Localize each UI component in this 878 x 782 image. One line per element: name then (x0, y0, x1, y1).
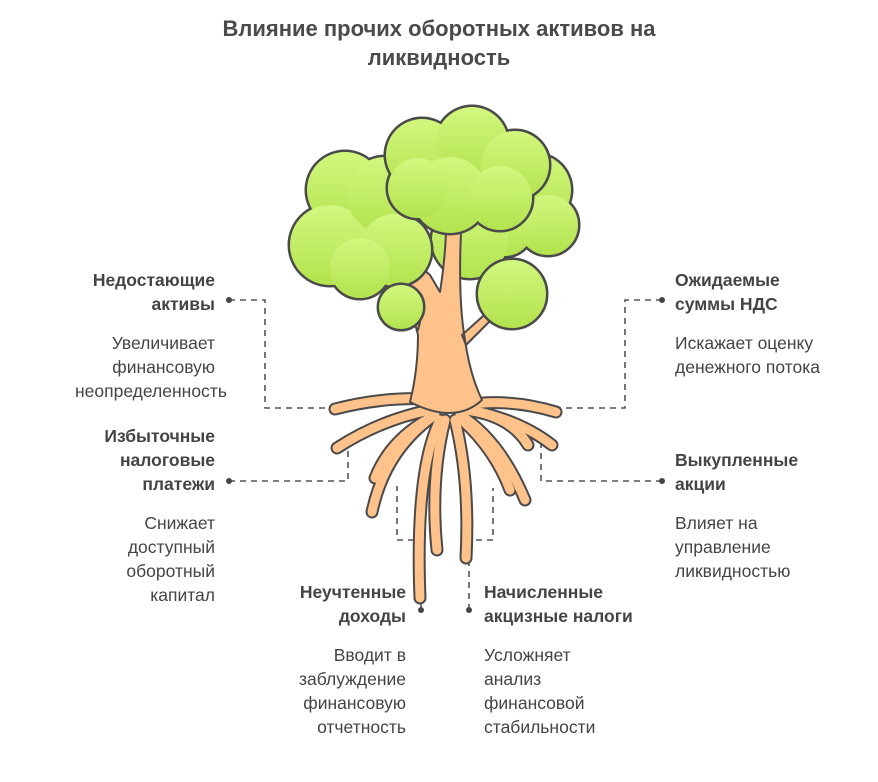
item-text: Искажает оценку денежного потока (675, 333, 820, 377)
connector-missing-assets (229, 299, 333, 409)
item-text: Увеличивает финансовую неопределенность (75, 333, 227, 401)
item-unrecorded-income: Неучтенные доходы Вводит в заблуждение ф… (246, 580, 406, 739)
connector-excise-tax (468, 488, 494, 610)
diagram-title: Влияние прочих оборотных активов на ликв… (222, 16, 656, 70)
connector-repurchased-shares (540, 443, 662, 482)
connector-dots (226, 297, 665, 613)
item-text: Усложняет анализ финансовой стабильности (484, 645, 596, 737)
item-text: Вводит в заблуждение финансовую отчетнос… (299, 645, 406, 737)
item-title: Начисленные акцизные налоги (484, 582, 633, 626)
item-accrued-excise-taxes: Начисленные акцизные налоги Усложняет ан… (484, 580, 664, 739)
item-repurchased-shares: Выкупленные акции Влияет на управление л… (675, 448, 855, 583)
item-missing-assets: Недостающие активы Увеличивает финансову… (15, 268, 227, 403)
connector-lines (229, 299, 662, 610)
item-text: Влияет на управление ликвидностью (675, 513, 791, 581)
connector-expected-vat (556, 299, 662, 409)
tree-roots (328, 392, 563, 605)
connector-excess-tax (229, 443, 349, 482)
item-excess-tax-payments: Избыточные налоговые платежи Снижает дос… (15, 424, 215, 607)
item-text: Снижает доступный оборотный капитал (126, 513, 215, 605)
item-title: Недостающие активы (92, 270, 215, 314)
item-title: Ожидаемые суммы НДС (675, 270, 780, 314)
item-title: Неучтенные доходы (299, 582, 406, 626)
item-title: Выкупленные акции (675, 450, 799, 494)
item-title: Избыточные налоговые платежи (104, 426, 215, 494)
item-expected-vat: Ожидаемые суммы НДС Искажает оценку дене… (675, 268, 865, 379)
